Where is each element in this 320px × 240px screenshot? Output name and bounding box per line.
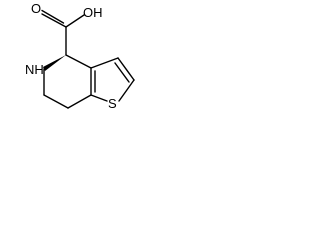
bond-c3-c2 xyxy=(117,57,135,81)
bond-c7-c7a xyxy=(67,94,92,109)
bond-c-o-double-outer xyxy=(41,13,67,28)
structure-canvas: O OH NH S xyxy=(0,0,151,152)
bond-s-c7a xyxy=(90,94,108,102)
bond-c2-s xyxy=(118,79,135,102)
stereo-wedge xyxy=(43,55,66,71)
bond-c3-c2-inner xyxy=(114,62,130,83)
bond-c6-c7 xyxy=(43,94,69,109)
sulfur-label: S xyxy=(108,96,117,111)
hydroxyl-label: OH xyxy=(83,5,103,20)
bond-c3a-c3 xyxy=(90,57,119,69)
bond-c3a-c4 xyxy=(65,54,92,69)
amine-label: NH xyxy=(25,62,44,77)
carbonyl-oxygen-label: O xyxy=(31,1,41,16)
chemical-structure: O OH NH S xyxy=(25,1,135,111)
bond-c-o-double-inner xyxy=(41,9,65,24)
bond-c-oh xyxy=(65,14,85,28)
